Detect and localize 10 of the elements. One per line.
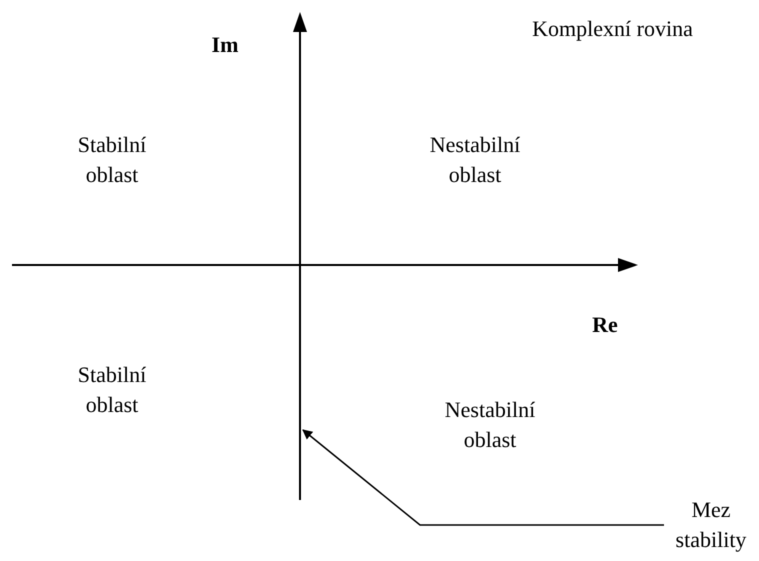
diagram-title: Komplexní rovina — [531, 15, 694, 43]
region-label: Stabilní oblast — [76, 131, 148, 189]
leader-line — [302, 429, 664, 526]
vertical-axis — [293, 12, 307, 500]
region-label: Stabilní oblast — [76, 361, 148, 419]
axis-label: Re — [591, 311, 619, 339]
callout-text: Mez stability — [668, 495, 754, 555]
region-label: Nestabilní oblast — [428, 131, 522, 189]
region-label: Nestabilní oblast — [444, 396, 536, 454]
axis-label: Im — [210, 31, 240, 59]
